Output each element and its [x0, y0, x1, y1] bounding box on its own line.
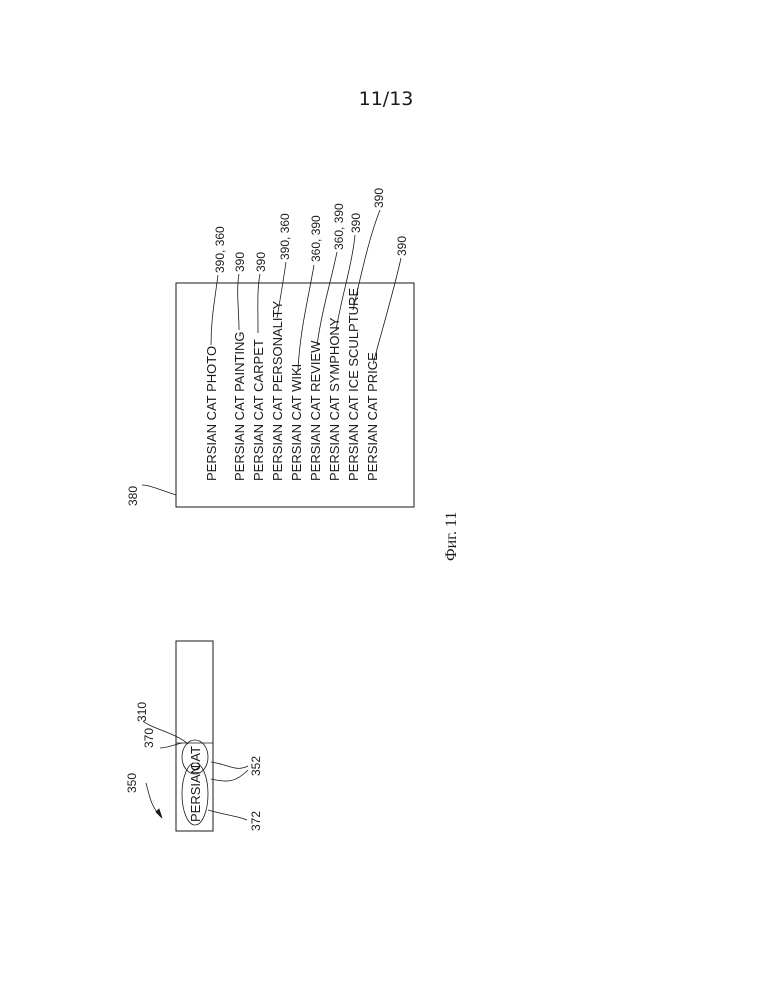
ref-item-2: 390 — [233, 252, 247, 272]
ref-370: 370 — [142, 728, 156, 748]
result-item-7: PERSIAN CAT SYMPHONY — [327, 317, 342, 481]
leader-370 — [160, 743, 182, 748]
result-item-3: PERSIAN CAT CARPET — [251, 339, 266, 481]
leader-372 — [208, 810, 247, 820]
ref-350: 350 — [125, 773, 139, 793]
left-figure: PERSIAN CAT 350 310 370 352 372 — [125, 641, 263, 831]
result-item-9: PERSIAN CAT PRICE — [365, 352, 380, 481]
right-figure: 380 PERSIAN CAT PHOTO 390, 360 PERSIAN C… — [126, 188, 414, 507]
result-item-1: PERSIAN CAT PHOTO — [204, 346, 219, 481]
ref-item-9: 390 — [395, 236, 409, 256]
word-persian: PERSIAN — [188, 765, 203, 822]
leader-352b — [211, 770, 248, 781]
leader-380 — [142, 485, 176, 495]
result-item-6: PERSIAN CAT REVIEW — [308, 340, 323, 481]
ref-item-5: 360, 390 — [309, 215, 323, 262]
ref-item-6: 360, 390 — [332, 203, 346, 250]
figure-caption: Фиг. 11 — [443, 512, 460, 561]
leader-item-2 — [238, 274, 239, 330]
ref-item-3: 390 — [254, 252, 268, 272]
result-item-5: PERSIAN CAT WIKI — [289, 364, 304, 481]
result-item-4: PERSIAN CAT PERSONALITY — [270, 301, 285, 481]
ref-item-4: 390, 360 — [278, 213, 292, 260]
result-item-8: PERSIAN CAT ICE SCULPTURE — [346, 288, 361, 481]
ref-352: 352 — [249, 756, 263, 776]
result-item-2: PERSIAN CAT PAINTING — [232, 331, 247, 481]
word-cat: CAT — [188, 746, 203, 771]
ref-310: 310 — [135, 702, 149, 722]
ref-372: 372 — [249, 811, 263, 831]
ref-380: 380 — [126, 486, 140, 506]
leader-item-9 — [373, 258, 401, 364]
leader-item-1 — [211, 275, 218, 345]
arrow-350 — [156, 809, 162, 818]
ref-item-1: 390, 360 — [213, 226, 227, 273]
leader-352a — [211, 762, 248, 768]
ref-item-8: 390 — [372, 188, 386, 208]
ref-item-7: 390 — [349, 213, 363, 233]
